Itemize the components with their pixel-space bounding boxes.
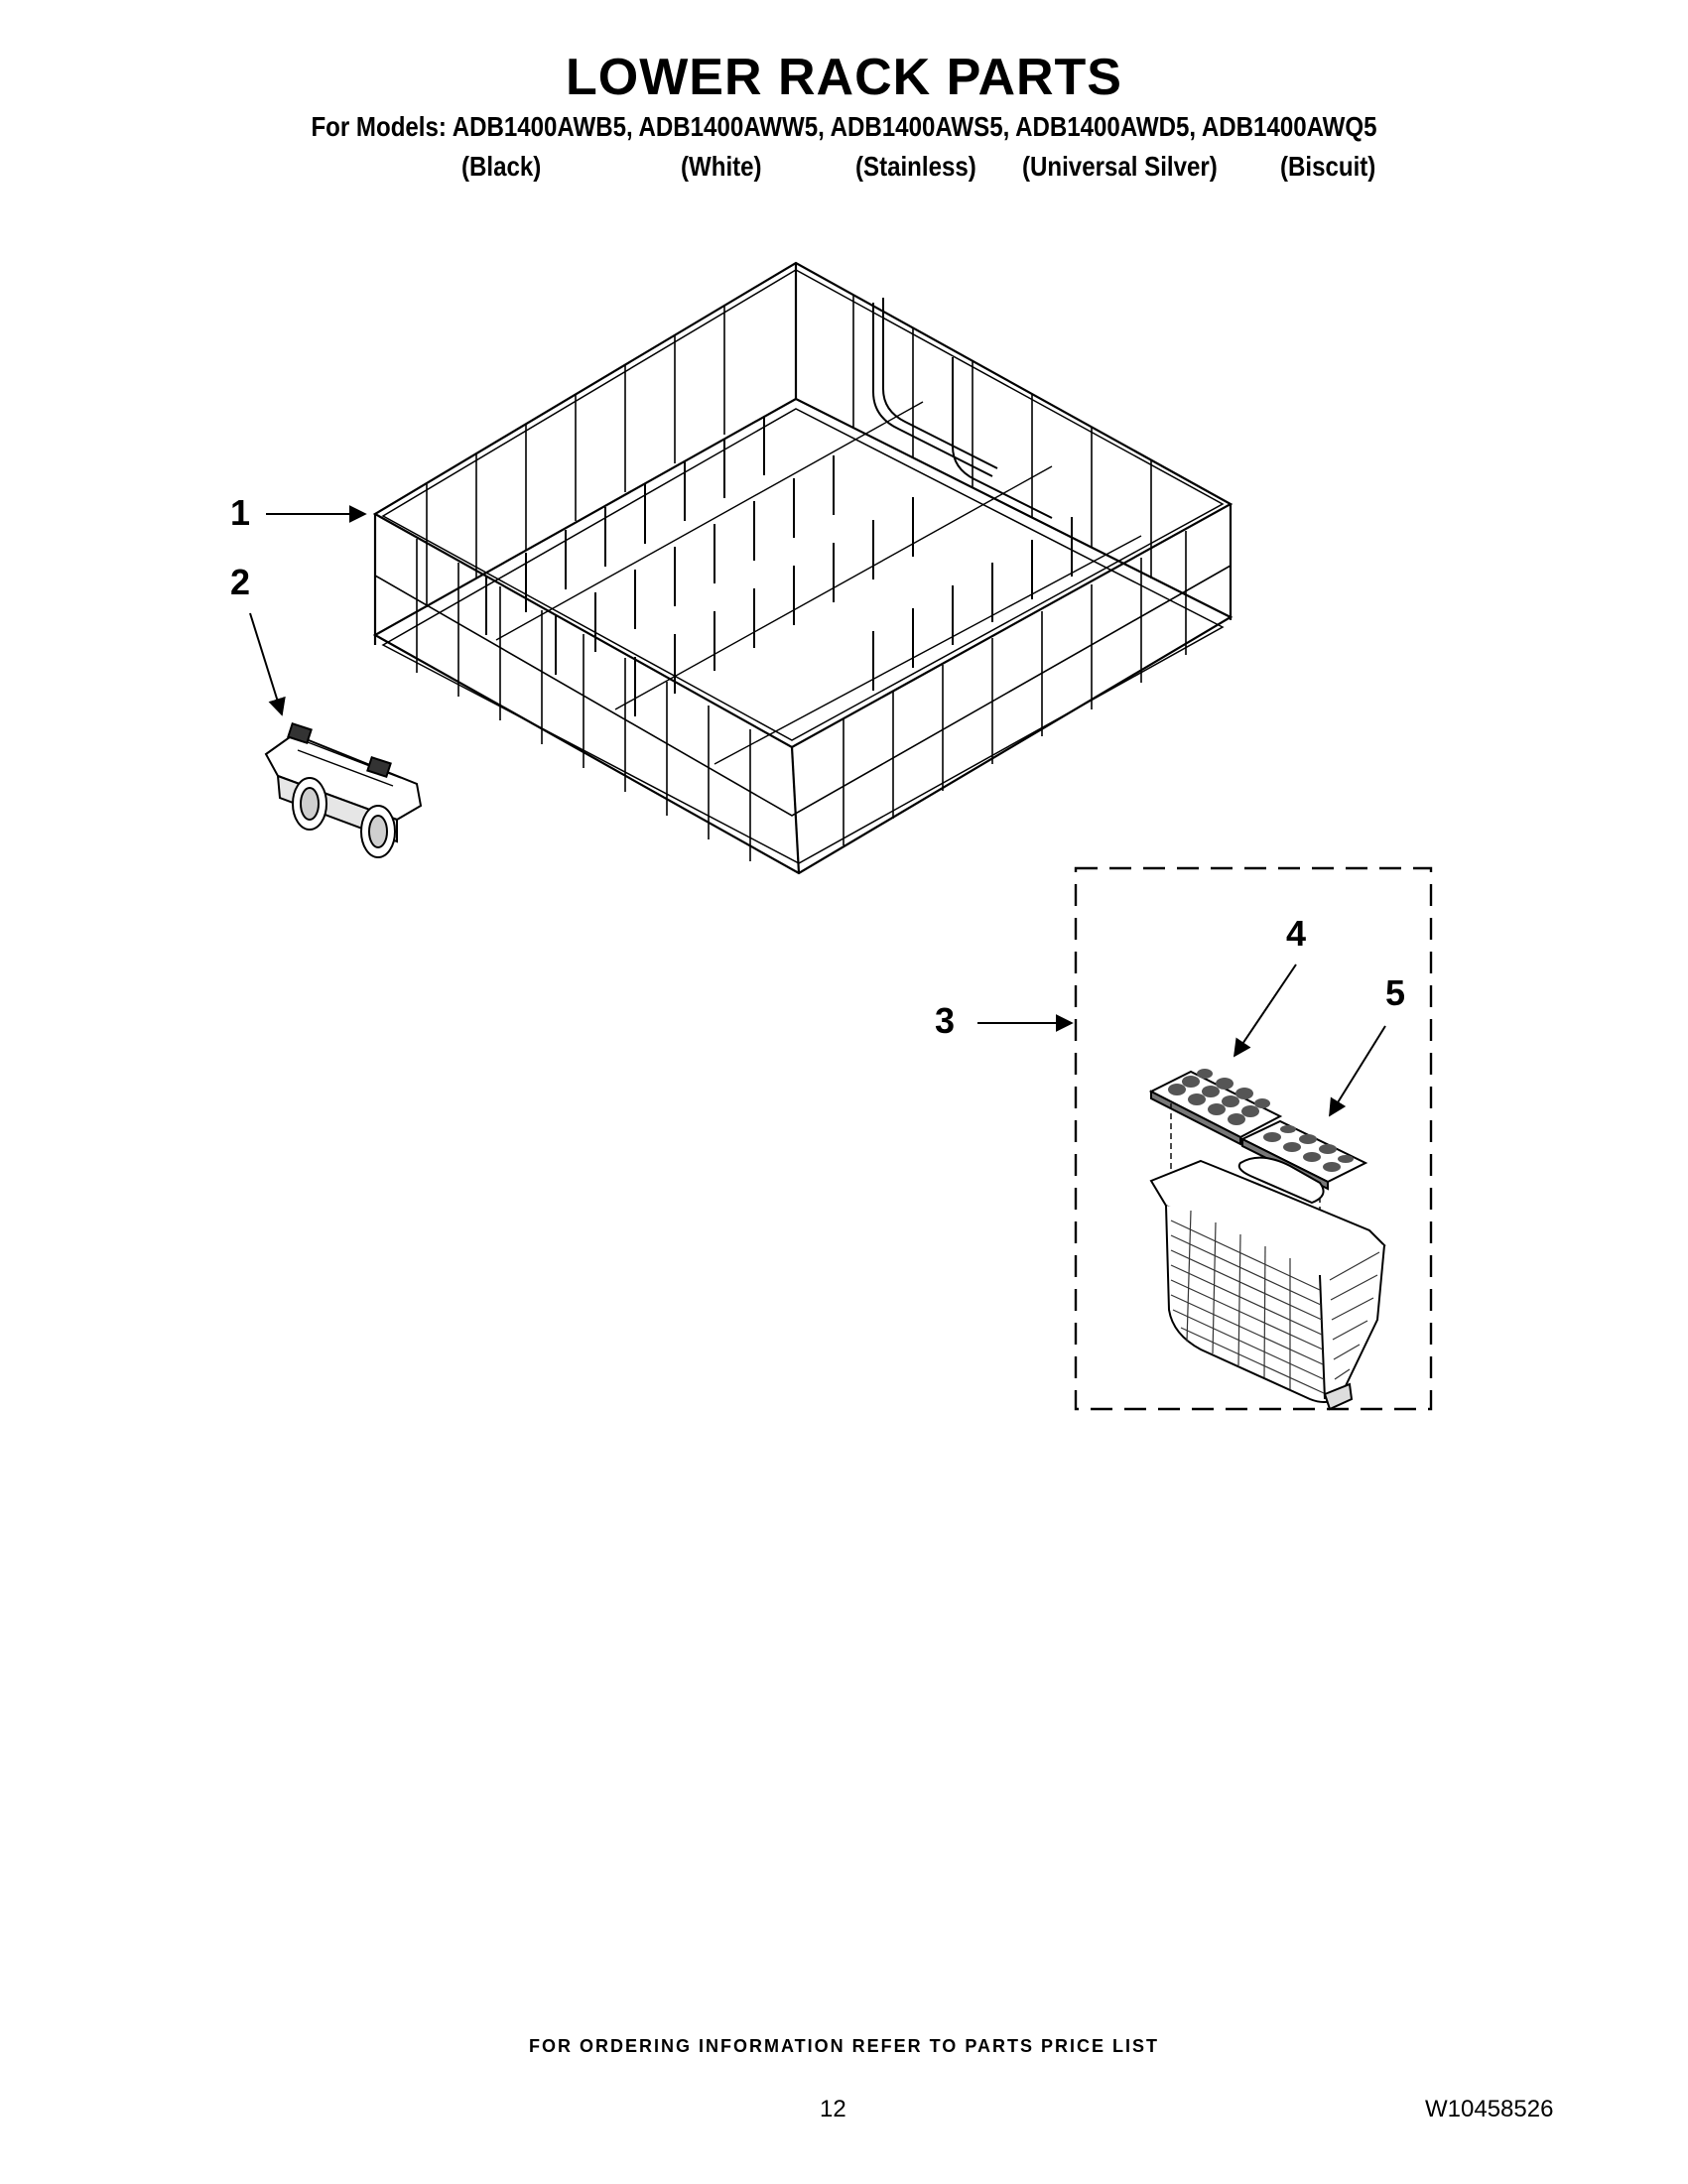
page-title: LOWER RACK PARTS [565, 49, 1122, 106]
silverware-basket-drawing [1149, 1156, 1386, 1411]
callout-2: 2 [230, 562, 251, 602]
variant-universal-silver: (Universal Silver) [1022, 151, 1218, 182]
callout-5-arrow [1329, 1025, 1386, 1117]
callout-2-arrow [249, 612, 286, 716]
page-number: 12 [820, 2096, 846, 2122]
basket-lid-drawing [1148, 1069, 1283, 1171]
model-list: For Models: ADB1400AWB5, ADB1400AWW5, AD… [311, 111, 1377, 142]
document-number: W10458526 [1425, 2096, 1554, 2122]
variant-biscuit: (Biscuit) [1280, 151, 1376, 182]
lower-rack-drawing [372, 261, 1234, 875]
variant-black: (Black) [461, 151, 542, 182]
silverware-basket-group-box [1074, 866, 1433, 1411]
callout-4: 4 [1286, 913, 1307, 954]
callout-5: 5 [1385, 972, 1406, 1013]
callout-4-arrow [1233, 964, 1297, 1058]
variant-stainless: (Stainless) [855, 151, 976, 182]
callout-3: 3 [935, 1000, 956, 1041]
ordering-note: FOR ORDERING INFORMATION REFER TO PARTS … [528, 2036, 1159, 2056]
callout-1: 1 [230, 492, 251, 533]
variant-white: (White) [681, 151, 762, 182]
rack-roller-drawing [264, 721, 423, 858]
